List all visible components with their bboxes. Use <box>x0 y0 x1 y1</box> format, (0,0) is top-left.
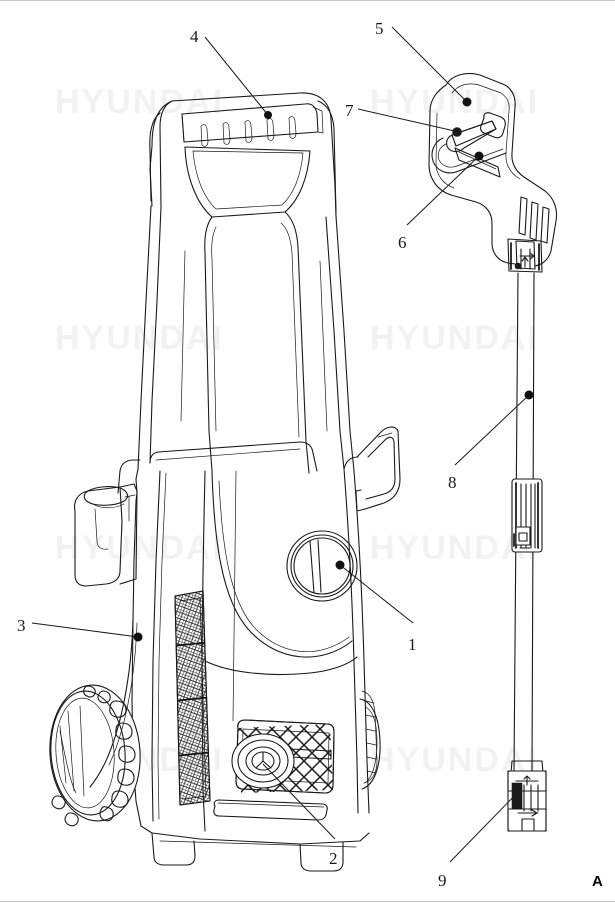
trigger-lever[interactable] <box>446 120 497 153</box>
watermark-text: HYUNDAI <box>55 319 224 357</box>
callout-label-5: 5 <box>375 19 384 38</box>
trigger-safety-lock[interactable] <box>454 147 501 178</box>
callout-label-1: 1 <box>408 635 417 654</box>
gun-lance-coupler <box>507 238 543 273</box>
handle-grip-slots <box>200 116 297 147</box>
detergent-bottle-holder <box>74 483 138 587</box>
watermark-text: HYUNDAI <box>370 529 539 567</box>
lower-lattice-grille <box>231 719 335 794</box>
callout-label-2: 2 <box>329 849 338 868</box>
chassis-main <box>131 468 370 872</box>
watermark-text: HYUNDAI <box>55 529 224 567</box>
spray-gun <box>428 72 558 273</box>
hose-storage-hook <box>355 426 401 512</box>
trigger-guard <box>431 137 507 174</box>
watermark-text: HYUNDAI <box>55 83 224 121</box>
rear-wheel-sliver <box>359 698 381 790</box>
lance-adjustment-collar[interactable] <box>511 478 543 553</box>
plate-label: A <box>592 873 603 890</box>
side-ventilation-grille <box>174 590 211 806</box>
right-side-grille <box>361 690 378 784</box>
transport-wheel <box>49 684 141 827</box>
wheel-tread <box>51 685 136 827</box>
callout-label-3: 3 <box>17 616 26 635</box>
body-front-seam <box>204 470 358 676</box>
gun-grip-fins <box>518 196 550 244</box>
callout-label-9: 9 <box>438 871 447 890</box>
water-inlet-connector[interactable] <box>231 733 295 789</box>
spray-lance <box>507 272 547 832</box>
nozzle-tip[interactable] <box>507 760 547 832</box>
body-column <box>137 205 355 474</box>
callout-leaders <box>31 26 534 863</box>
chassis-shoulder <box>117 441 359 622</box>
callout-label-4: 4 <box>190 27 199 46</box>
callout-label-6: 6 <box>398 233 407 252</box>
carry-handle <box>149 92 337 218</box>
callout-label-8: 8 <box>448 473 457 492</box>
high-pressure-outlet-dial[interactable] <box>286 530 358 602</box>
pressure-washer-body <box>49 92 401 872</box>
callout-label-7: 7 <box>345 101 354 120</box>
watermark-text: HYUNDAI <box>370 319 539 357</box>
watermark-text: HYUNDAI <box>370 83 539 121</box>
